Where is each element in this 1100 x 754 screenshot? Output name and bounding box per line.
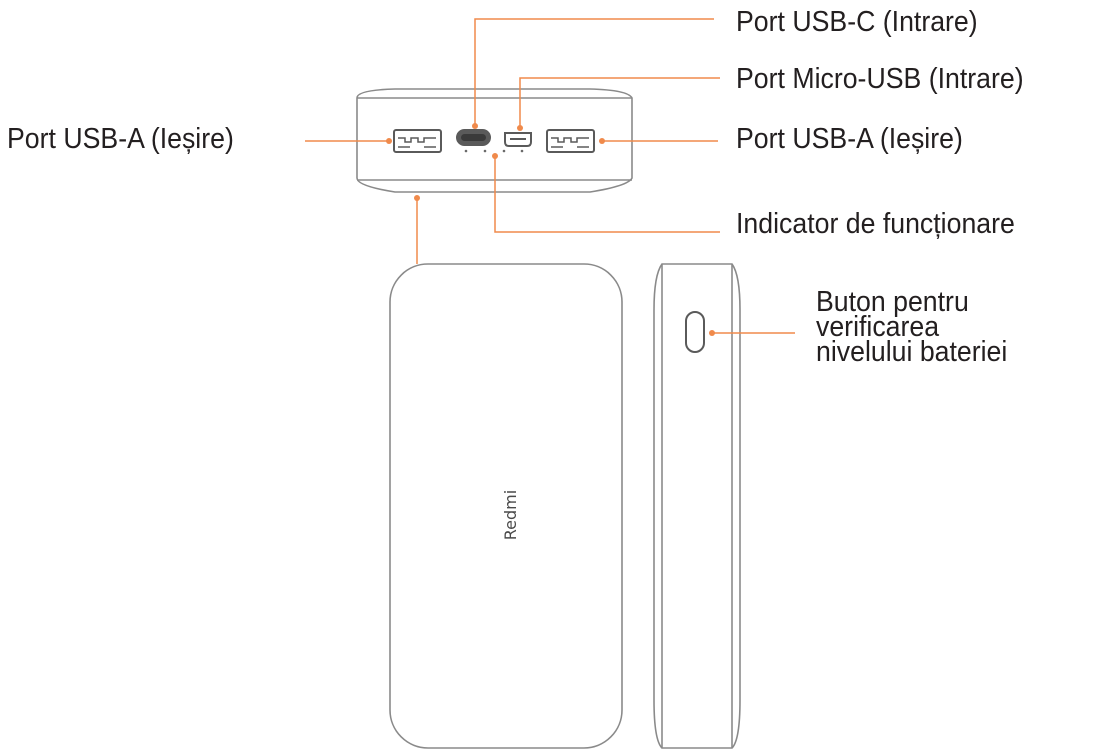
callout-micro-usb [519,77,720,129]
usb-c-port-inner [461,134,486,141]
indicator-leds [464,149,524,153]
top-view-outline [356,88,633,193]
led-1 [464,149,468,153]
label-battery-check-button: Buton pentru verificarea nivelului bater… [816,286,1008,368]
side-view [653,263,741,749]
led-3 [502,149,506,153]
callout-usb-c [474,18,714,126]
micro-usb-port-icon [504,132,532,147]
usb-a-port-right-icon [546,129,595,153]
callout-dots [386,123,715,336]
front-view-outline [389,263,623,749]
battery-button-icon [685,311,705,353]
label-usb-c-input: Port USB-C (Intrare) [736,6,978,38]
label-micro-usb-input: Port Micro-USB (Intrare) [736,63,1024,95]
usb-a-port-left-icon [393,129,442,153]
label-usb-a-output-right: Port USB-A (Ieșire) [736,123,963,155]
brand-logo: Redmi [501,490,520,540]
led-4 [520,149,524,153]
label-usb-a-output-left: Port USB-A (Ieșire) [7,123,234,155]
label-status-indicator: Indicator de funcționare [736,208,1015,240]
led-2 [483,149,487,153]
callout-indicator [494,156,720,233]
side-view-outline [653,263,741,749]
callout-lines [305,18,795,334]
